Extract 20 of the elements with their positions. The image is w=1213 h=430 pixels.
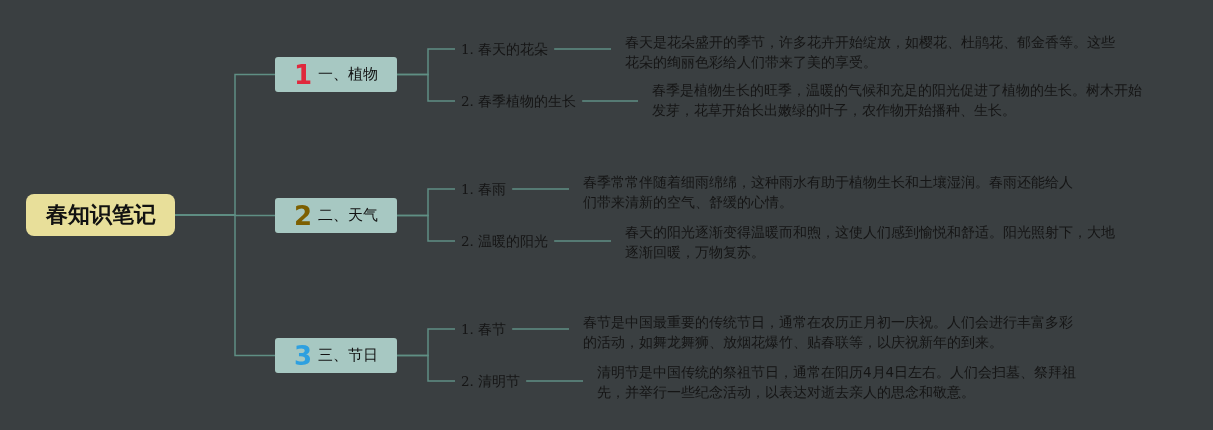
connector-line	[396, 354, 456, 382]
topic-label: 二、天气	[318, 206, 379, 225]
connector-line	[511, 188, 570, 190]
connector-line	[174, 214, 276, 357]
topic-number: 3	[293, 342, 313, 369]
connector-line	[525, 380, 584, 382]
connector-line	[581, 100, 639, 102]
topic-box	[275, 338, 397, 373]
topic-number: 1	[293, 61, 313, 88]
topic-box	[275, 198, 397, 233]
connector-line	[396, 73, 456, 102]
topic-label: 一、植物	[318, 65, 379, 84]
title-box: 春知识笔记	[26, 194, 175, 236]
topic-label: 三、节日	[318, 346, 379, 365]
connector-line	[553, 48, 612, 50]
topic-box	[275, 57, 397, 92]
connector-line	[553, 240, 612, 242]
connector-line	[511, 328, 570, 330]
topic-number: 2	[293, 202, 313, 229]
connector-line	[396, 214, 456, 242]
